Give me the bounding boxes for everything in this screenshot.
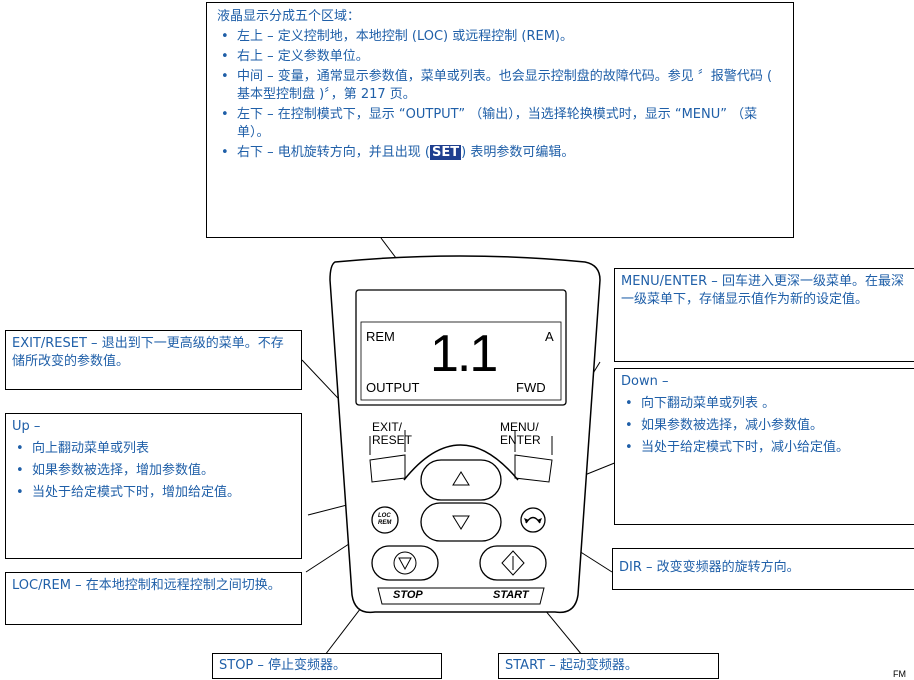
dir-key xyxy=(520,507,546,533)
lcd-center-value: 1.1 xyxy=(430,325,498,383)
stop-callout: STOP – 停止变频器。 xyxy=(212,653,442,679)
corner-mark: FM xyxy=(893,669,906,679)
exit-reset-callout: EXIT/RESET – 退出到下一更高级的菜单。不存储所改变的参数值。 xyxy=(5,330,302,390)
menu-enter-callout: MENU/ENTER – 回车进入更深一级菜单。在最深一级菜单下，存储显示值作为… xyxy=(614,268,914,362)
locrem-key xyxy=(371,506,399,534)
set-badge: SET xyxy=(429,145,462,160)
exit-key-shape xyxy=(369,454,406,483)
down-arrow-icon xyxy=(452,515,470,530)
display-box-list: 左上 – 定义控制地，本地控制 (LOC) 或远程控制 (REM)。 右上 – … xyxy=(217,28,783,162)
up-callout: Up – 向上翻动菜单或列表 如果参数被选择，增加参数值。 当处于给定模式下时，… xyxy=(5,413,302,559)
start-callout: START – 起动变频器。 xyxy=(498,653,719,679)
lcd-bottom-left: OUTPUT xyxy=(366,380,420,395)
locrem-icon[interactable]: LOC REM xyxy=(378,513,392,526)
exit-reset-key[interactable]: EXIT/ RESET xyxy=(372,420,413,447)
stop-label: STOP xyxy=(393,589,423,601)
display-description-box: 液晶显示分成五个区域： 左上 – 定义控制地，本地控制 (LOC) 或远程控制 … xyxy=(206,2,794,238)
lcd-top-right: A xyxy=(545,329,554,344)
display-item-top-right: 右上 – 定义参数单位。 xyxy=(217,48,783,66)
locrem-callout: LOC/REM – 在本地控制和远程控制之间切换。 xyxy=(5,572,302,625)
display-item-bottom-left: 左下 – 在控制模式下，显示 “OUTPUT” （输出），当选择轮换模式时，显示… xyxy=(217,106,783,142)
up-arrow-icon xyxy=(452,471,470,486)
menu-enter-key[interactable]: MENU/ ENTER xyxy=(500,420,541,447)
dir-callout: DIR – 改变变频器的旋转方向。 xyxy=(612,548,914,590)
down-callout: Down – 向下翻动菜单或列表 。 如果参数被选择，减小参数值。 当处于给定模… xyxy=(614,368,914,525)
menu-key-shape xyxy=(514,454,553,483)
display-item-top-left: 左上 – 定义控制地，本地控制 (LOC) 或远程控制 (REM)。 xyxy=(217,28,783,46)
lcd-top-left: REM xyxy=(366,329,395,344)
display-box-title: 液晶显示分成五个区域： xyxy=(217,9,361,24)
stop-start-strip xyxy=(377,587,545,605)
display-item-middle: 中间 – 变量，通常显示参数值，菜单或列表。也会显示控制盘的故障代码。参见 〞报… xyxy=(217,68,783,104)
lcd-screen xyxy=(360,321,562,401)
start-label: START xyxy=(493,589,529,601)
display-item-bottom-right: 右下 – 电机旋转方向，并且出现 (SET) 表明参数可编辑。 xyxy=(217,144,783,162)
up-down-arc xyxy=(403,444,519,481)
lcd-bottom-right: FWD xyxy=(516,380,546,395)
